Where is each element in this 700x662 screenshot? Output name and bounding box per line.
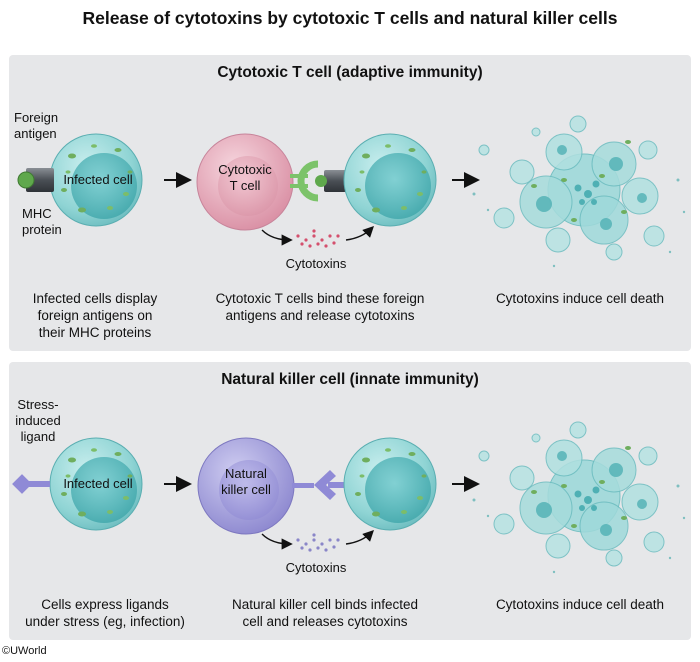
label-infected-cell-bottom: Infected cell <box>63 476 133 491</box>
label-foreign-antigen: Foreign antigen <box>14 110 58 142</box>
copyright: ©UWorld <box>2 645 47 657</box>
label-tcell-line1: Cytotoxic <box>218 162 272 177</box>
caption-top-1-line3: their MHC proteins <box>38 325 152 340</box>
cytotoxins-pink-dots <box>296 229 340 248</box>
panel-title-t-cell: Cytotoxic T cell (adaptive immunity) <box>217 64 483 81</box>
cytotoxin-arrow-out-top <box>345 226 374 241</box>
caption-bottom-2: Natural killer cell binds infected cell … <box>200 596 450 630</box>
label-infected-cell-top: Infected cell <box>63 172 133 187</box>
target-ligand <box>328 482 350 488</box>
cytotoxin-arrow-out-bottom <box>345 530 374 545</box>
bottom-dead-cells <box>472 421 686 574</box>
caption-bottom-2-line1: Natural killer cell binds infected <box>231 597 419 612</box>
label-stress-induced-ligand: Stress- induced ligand <box>6 397 70 445</box>
label-ligand-line2: induced <box>15 413 61 428</box>
label-foreign-antigen-line2: antigen <box>14 126 57 141</box>
cytotoxins-purple-dots <box>296 533 340 552</box>
main-title: Release of cytotoxins by cytotoxic T cel… <box>82 8 618 28</box>
caption-bottom-1-line1: Cells express ligands <box>41 597 169 612</box>
caption-top-2-line1: Cytotoxic T cells bind these foreign <box>215 291 425 306</box>
caption-top-3: Cytotoxins induce cell death <box>495 291 665 306</box>
label-cytotoxins-top: Cytotoxins <box>285 256 347 271</box>
panel-title-nk-cell: Natural killer cell (innate immunity) <box>221 371 479 388</box>
label-natural-killer-cell: Natural killer cell <box>206 466 286 498</box>
top-target-cell <box>343 133 437 227</box>
caption-top-2: Cytotoxic T cells bind these foreign ant… <box>190 290 450 324</box>
bottom-target-cell <box>343 437 437 531</box>
caption-bottom-2-line2: cell and releases cytotoxins <box>242 614 408 629</box>
label-ligand-line1: Stress- <box>17 397 59 412</box>
caption-top-1: Infected cells display foreign antigens … <box>10 290 180 341</box>
label-foreign-antigen-line1: Foreign <box>14 110 59 125</box>
top-dead-cells <box>472 115 686 268</box>
label-nk-line2: killer cell <box>221 482 271 497</box>
label-mhc-line2: protein <box>22 222 62 237</box>
nk-receptor <box>292 470 336 500</box>
caption-top-1-line2: foreign antigens on <box>37 308 153 323</box>
cytotoxic-t-cell <box>196 133 294 231</box>
label-cytotoxins-bottom: Cytotoxins <box>285 560 347 575</box>
t-cell-receptor <box>290 160 319 202</box>
foreign-antigen <box>17 171 35 189</box>
caption-bottom-1-line2: under stress (eg, infection) <box>25 614 185 629</box>
caption-top-2-line2: antigens and release cytotoxins <box>225 308 415 323</box>
stress-induced-ligand <box>12 474 50 494</box>
label-tcell-line2: T cell <box>229 178 261 193</box>
caption-top-1-line1: Infected cells display <box>32 291 158 306</box>
label-cytotoxic-t-cell: Cytotoxic T cell <box>205 162 285 194</box>
cytotoxin-arrow-in-bottom <box>261 533 293 550</box>
cytotoxin-arrow-in-top <box>261 229 293 246</box>
mhc-antigen-complex <box>315 170 346 192</box>
caption-bottom-1: Cells express ligands under stress (eg, … <box>10 596 200 630</box>
label-ligand-line3: ligand <box>20 429 56 444</box>
label-mhc-protein: MHC protein <box>22 206 62 238</box>
label-nk-line1: Natural <box>225 466 267 481</box>
label-mhc-line1: MHC <box>22 206 52 221</box>
caption-bottom-3: Cytotoxins induce cell death <box>495 597 665 612</box>
natural-killer-cell <box>197 437 295 535</box>
mhc-protein <box>26 168 54 192</box>
